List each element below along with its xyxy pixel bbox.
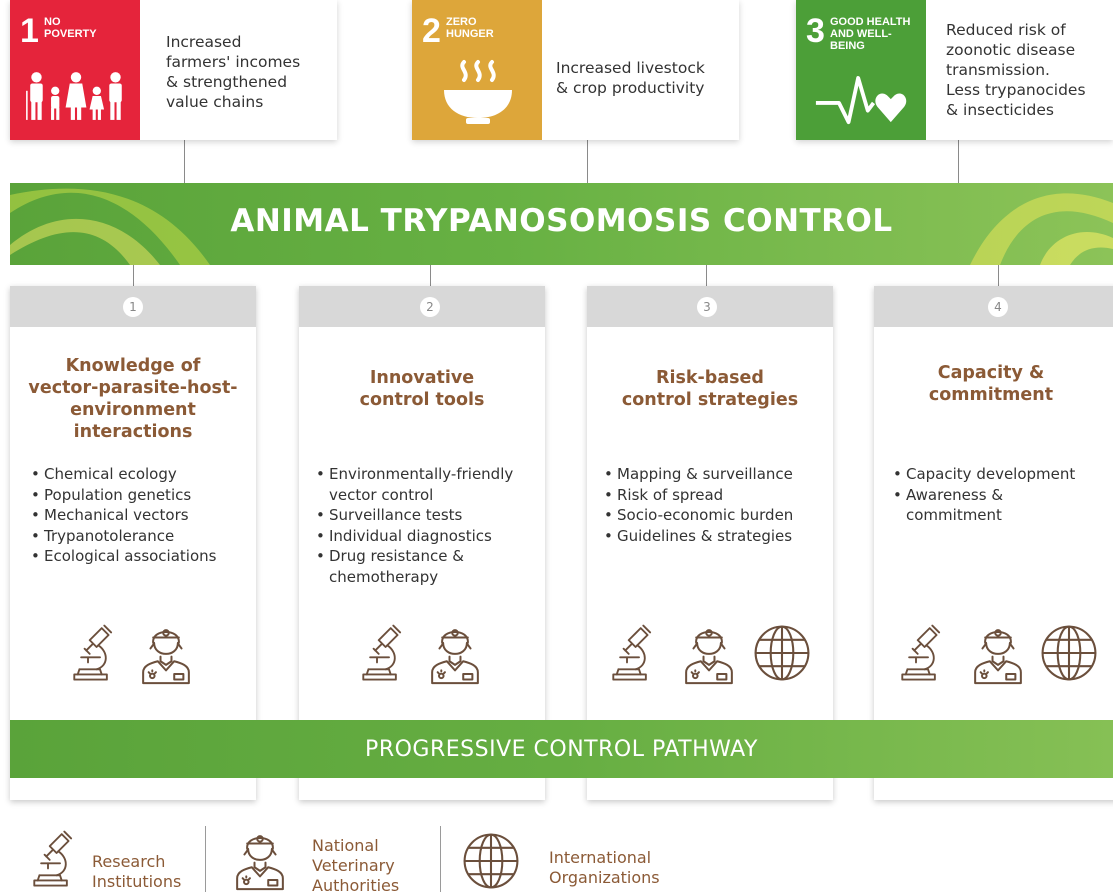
microscope-icon — [603, 620, 663, 686]
heartbeat-icon — [814, 72, 910, 130]
pillar-title: Capacity & commitment — [928, 363, 1054, 405]
sdg-number: 3 — [806, 12, 825, 50]
pillar-number-badge: 2 — [420, 297, 440, 317]
pillar-title: Knowledge of vector-parasite-host- envir… — [28, 356, 238, 442]
sdg-name: Good Health and Well-Being — [830, 16, 911, 52]
microscope-icon — [24, 826, 84, 892]
pillar-list: Capacity development Awareness & commitm… — [892, 464, 1075, 526]
sdg-tile-no-poverty: 1 No Poverty — [10, 0, 140, 140]
globe-icon — [749, 620, 815, 686]
sdg-number: 1 — [20, 12, 39, 50]
pillar-header: 4 — [874, 286, 1113, 327]
pillar-number-badge: 3 — [697, 297, 717, 317]
pillar-list: Chemical ecology Population genetics Mec… — [30, 464, 216, 567]
pillar-header: 1 — [10, 286, 256, 327]
pillar-header: 2 — [299, 286, 545, 327]
veterinarian-icon — [134, 618, 198, 688]
sdg-card-2: 2 Zero Hunger Increased livestock & crop… — [412, 0, 739, 140]
connector-pillar-2 — [430, 265, 431, 286]
veterinarian-icon — [677, 618, 741, 688]
progressive-control-pathway-bar: PROGRESSIVE CONTROL PATHWAY — [10, 720, 1113, 778]
connector-sdg1 — [184, 140, 185, 183]
sdg-number: 2 — [422, 12, 441, 50]
sdg-description: Reduced risk of zoonotic disease transmi… — [946, 21, 1086, 119]
pillar-card-2: 2 Innovative control tools Environmental… — [299, 286, 545, 800]
connector-pillar-4 — [998, 265, 999, 286]
main-banner: ANIMAL TRYPANOSOMOSIS CONTROL — [10, 183, 1113, 265]
legend-divider — [440, 826, 441, 892]
pillar-header: 3 — [587, 286, 833, 327]
microscope-icon — [892, 620, 952, 686]
legend-label-national-vet: National Veterinary Authorities — [312, 836, 400, 895]
list-item: Drug resistance & chemotherapy — [315, 546, 513, 587]
veterinarian-icon — [423, 618, 487, 688]
pillar-list: Mapping & surveillance Risk of spread So… — [603, 464, 793, 546]
list-item: Population genetics — [30, 485, 216, 506]
list-item: Environmentally-friendly vector control — [315, 464, 513, 505]
pillar-title: Risk-based control strategies — [621, 368, 799, 410]
list-item: Guidelines & strategies — [603, 526, 793, 547]
microscope-icon — [353, 620, 413, 686]
connector-sdg2 — [587, 140, 588, 183]
banner-swoosh-decoration — [10, 188, 1113, 265]
list-item: Mechanical vectors — [30, 505, 216, 526]
food-bowl-icon — [438, 58, 518, 128]
connector-pillar-1 — [133, 265, 134, 286]
pillar-card-1: 1 Knowledge of vector-parasite-host- env… — [10, 286, 256, 800]
sdg-card-3: 3 Good Health and Well-Being Reduced ris… — [796, 0, 1113, 140]
sdg-tile-zero-hunger: 2 Zero Hunger — [412, 0, 542, 140]
list-item: Chemical ecology — [30, 464, 216, 485]
list-item: Individual diagnostics — [315, 526, 513, 547]
family-icon — [24, 70, 128, 122]
list-item: Ecological associations — [30, 546, 216, 567]
list-item: Surveillance tests — [315, 505, 513, 526]
connector-sdg3 — [958, 140, 959, 183]
list-item: Awareness & commitment — [892, 485, 1075, 526]
veterinarian-icon — [228, 824, 292, 894]
sdg-description: Increased livestock & crop productivity — [556, 59, 705, 97]
pathway-label: PROGRESSIVE CONTROL PATHWAY — [365, 737, 758, 762]
legend-label-research: Research Institutions — [92, 852, 182, 891]
pillar-title: Innovative control tools — [359, 368, 485, 410]
sdg-card-1: 1 No Poverty Increased farmers' incomes … — [10, 0, 337, 140]
pillar-list: Environmentally-friendly vector control … — [315, 464, 513, 587]
banner-title: ANIMAL TRYPANOSOMOSIS CONTROL — [230, 203, 893, 239]
globe-icon — [1036, 620, 1102, 686]
sdg-tile-good-health: 3 Good Health and Well-Being — [796, 0, 926, 140]
connector-pillar-3 — [706, 265, 707, 286]
list-item: Socio-economic burden — [603, 505, 793, 526]
list-item: Capacity development — [892, 464, 1075, 485]
sdg-name: No Poverty — [44, 16, 97, 40]
pillar-card-4: 4 Capacity & commitment Capacity develop… — [874, 286, 1113, 800]
globe-icon — [458, 828, 524, 894]
legend-divider — [205, 826, 206, 892]
list-item: Risk of spread — [603, 485, 793, 506]
pillar-card-3: 3 Risk-based control strategies Mapping … — [587, 286, 833, 800]
pillar-number-badge: 4 — [988, 297, 1008, 317]
sdg-name: Zero Hunger — [446, 16, 494, 40]
pillar-number-badge: 1 — [123, 297, 143, 317]
list-item: Mapping & surveillance — [603, 464, 793, 485]
sdg-description: Increased farmers' incomes & strengthene… — [166, 33, 301, 111]
legend-label-international: International Organizations — [549, 848, 660, 887]
list-item: Trypanotolerance — [30, 526, 216, 547]
microscope-icon — [64, 620, 124, 686]
veterinarian-icon — [966, 618, 1030, 688]
